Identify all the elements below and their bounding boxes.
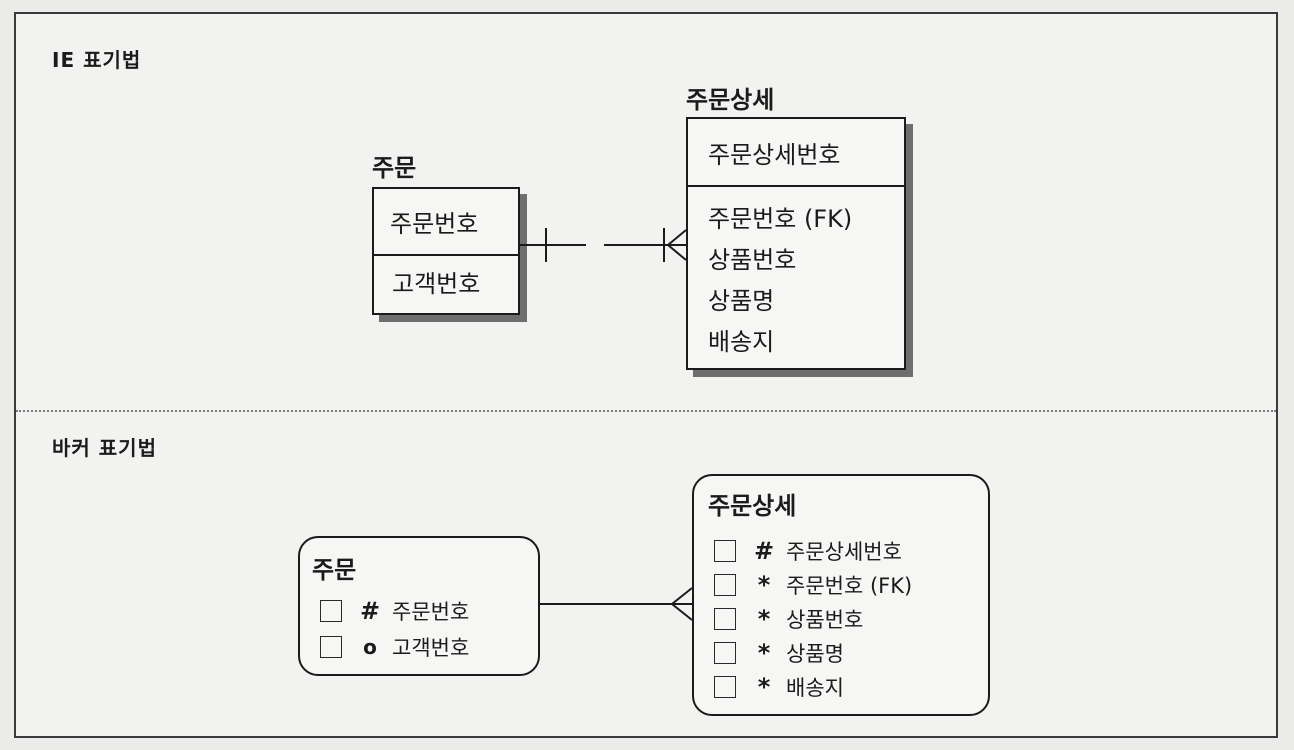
ie-detail-attribute: 배송지 <box>708 328 775 356</box>
mandatory-symbol: * <box>757 673 771 701</box>
barker-detail-attribute: 상품명 <box>786 642 844 666</box>
section-divider <box>16 410 1276 412</box>
ie-section-title: IE 표기법 <box>52 48 142 72</box>
ie-order-attributes: 고객번호 <box>374 256 518 305</box>
identifier-symbol: # <box>753 537 775 565</box>
ie-order-entity: 주문번호 고객번호 <box>372 187 520 315</box>
optional-symbol: o <box>363 635 377 659</box>
mandatory-symbol: * <box>757 639 771 667</box>
barker-section-title: 바커 표기법 <box>52 436 157 460</box>
barker-order-entity: 주문 # 주문번호 o 고객번호 <box>298 536 540 676</box>
barker-detail-row: * 상품명 <box>714 636 844 670</box>
barker-detail-row: * 주문번호 (FK) <box>714 568 912 602</box>
ie-detail-key: 주문상세번호 <box>688 119 904 187</box>
mandatory-symbol: * <box>757 571 771 599</box>
barker-detail-attribute: 상품번호 <box>786 608 864 632</box>
checkbox-icon <box>714 574 736 596</box>
ie-detail-attribute: 상품명 <box>708 287 775 315</box>
checkbox-icon <box>320 636 342 658</box>
barker-detail-entity-name: 주문상세 <box>708 492 797 520</box>
identifier-symbol: # <box>359 597 381 625</box>
ie-detail-entity-name: 주문상세 <box>686 86 775 114</box>
ie-detail-attribute: 주문번호 (FK) <box>708 205 853 233</box>
barker-detail-attribute: 배송지 <box>786 676 844 700</box>
barker-order-entity-name: 주문 <box>312 556 357 584</box>
ie-detail-attribute: 상품번호 <box>708 246 797 274</box>
ie-detail-entity: 주문상세번호 주문번호 (FK) 상품번호 상품명 배송지 <box>686 117 906 370</box>
barker-detail-row: # 주문상세번호 <box>714 534 902 568</box>
barker-order-row: # 주문번호 <box>320 594 469 628</box>
checkbox-icon <box>714 642 736 664</box>
barker-detail-row: * 배송지 <box>714 670 844 704</box>
barker-detail-entity: 주문상세 # 주문상세번호 * 주문번호 (FK) * 상품번호 * 상품명 *… <box>692 474 990 716</box>
checkbox-icon <box>714 676 736 698</box>
diagram-frame <box>14 12 1278 738</box>
checkbox-icon <box>714 540 736 562</box>
ie-detail-attributes: 주문번호 (FK) 상품번호 상품명 배송지 <box>688 187 904 363</box>
barker-detail-attribute: 주문상세번호 <box>786 540 902 564</box>
crows-foot-icon <box>666 229 687 261</box>
ie-order-key: 주문번호 <box>374 189 518 256</box>
checkbox-icon <box>714 608 736 630</box>
ie-order-entity-name: 주문 <box>372 154 417 182</box>
barker-order-attribute: 주문번호 <box>392 600 470 624</box>
crows-foot-icon <box>670 587 693 621</box>
mandatory-symbol: * <box>757 605 771 633</box>
barker-order-row: o 고객번호 <box>320 630 469 664</box>
barker-detail-attribute: 주문번호 (FK) <box>786 574 913 598</box>
barker-detail-row: * 상품번호 <box>714 602 863 636</box>
barker-order-attribute: 고객번호 <box>392 636 470 660</box>
checkbox-icon <box>320 600 342 622</box>
ie-order-attribute: 고객번호 <box>392 270 481 298</box>
